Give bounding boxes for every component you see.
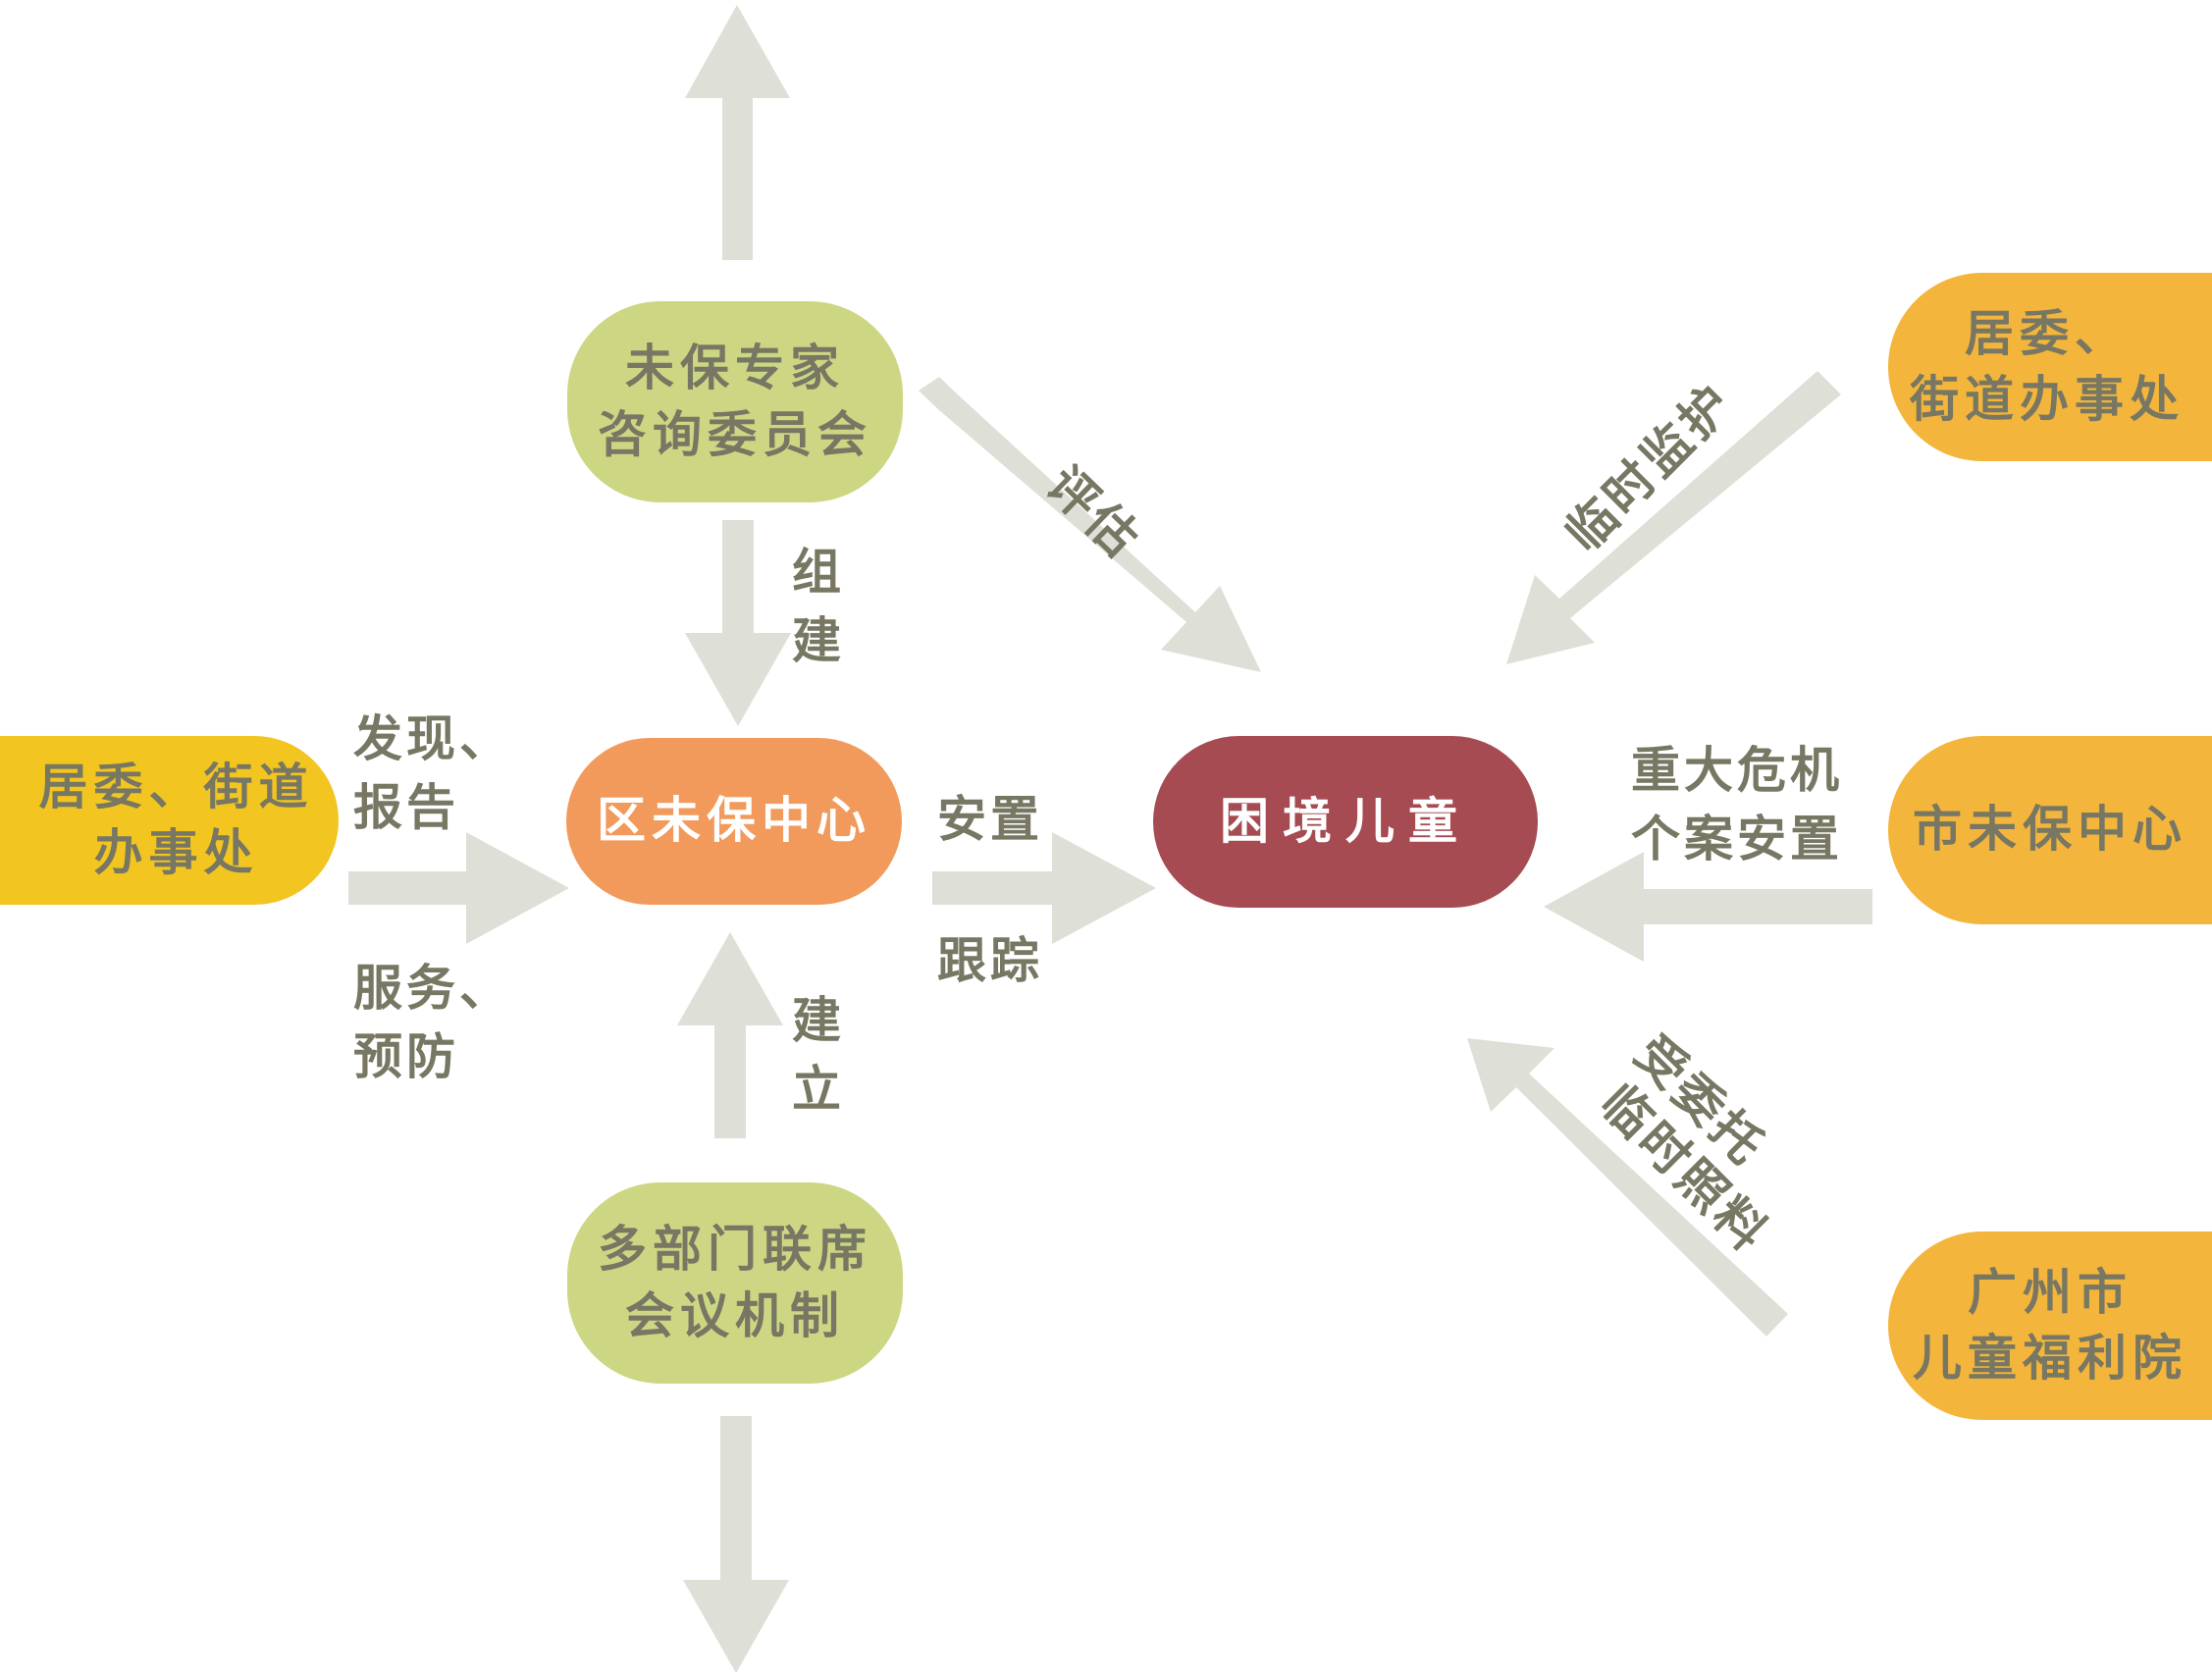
label-crisis-placement: 重大危机 个案安置 <box>1631 742 1843 867</box>
node-welfare-home-text: 广州市 儿童福利院 <box>1913 1263 2187 1388</box>
node-district-center: 区未保中心 <box>566 738 902 905</box>
label-track: 跟踪 <box>937 932 1043 989</box>
node-city-center: 市未保中心 <box>1888 736 2212 924</box>
arrow-center-to-children <box>932 832 1156 944</box>
node-city-center-text: 市未保中心 <box>1913 801 2187 859</box>
arrow-community-to-center <box>348 832 569 944</box>
node-expert-committee: 未保专家 咨询委员会 <box>567 301 903 502</box>
node-right-community: 居委、 街道办事处 <box>1888 273 2212 461</box>
arrow-temp-guardianship <box>1506 371 1841 664</box>
node-right-community-text: 居委、 街道办事处 <box>1910 304 2185 429</box>
label-form: 组建 <box>792 544 841 669</box>
node-children-text: 困境儿童 <box>1220 792 1471 850</box>
node-children: 困境儿童 <box>1153 736 1538 908</box>
label-establish: 建立 <box>792 992 841 1118</box>
arrow-entrusted <box>1467 1038 1788 1337</box>
node-expert-committee-text: 未保专家 咨询委员会 <box>598 340 872 463</box>
node-district-center-text: 区未保中心 <box>597 792 871 850</box>
label-discover-report: 发现、 报告 <box>353 710 512 836</box>
node-joint-meeting: 多部门联席 会议机制 <box>567 1182 903 1384</box>
node-joint-meeting-text: 多部门联席 会议机制 <box>598 1221 872 1344</box>
arrow-assess <box>919 377 1261 672</box>
node-left-community: 居委、街道 办事处 <box>0 736 339 905</box>
arrow-city-to-children <box>1544 852 1872 962</box>
arrow-up-top <box>685 5 790 260</box>
arrow-committee-to-center <box>685 520 791 726</box>
arrow-meeting-to-center <box>677 932 783 1138</box>
node-left-community-text: 居委、街道 办事处 <box>38 758 314 882</box>
label-service-prevent: 服务、 预防 <box>353 960 512 1085</box>
label-place: 安置 <box>937 791 1043 848</box>
node-welfare-home: 广州市 儿童福利院 <box>1888 1232 2212 1420</box>
arrow-down-bottom <box>683 1416 789 1673</box>
